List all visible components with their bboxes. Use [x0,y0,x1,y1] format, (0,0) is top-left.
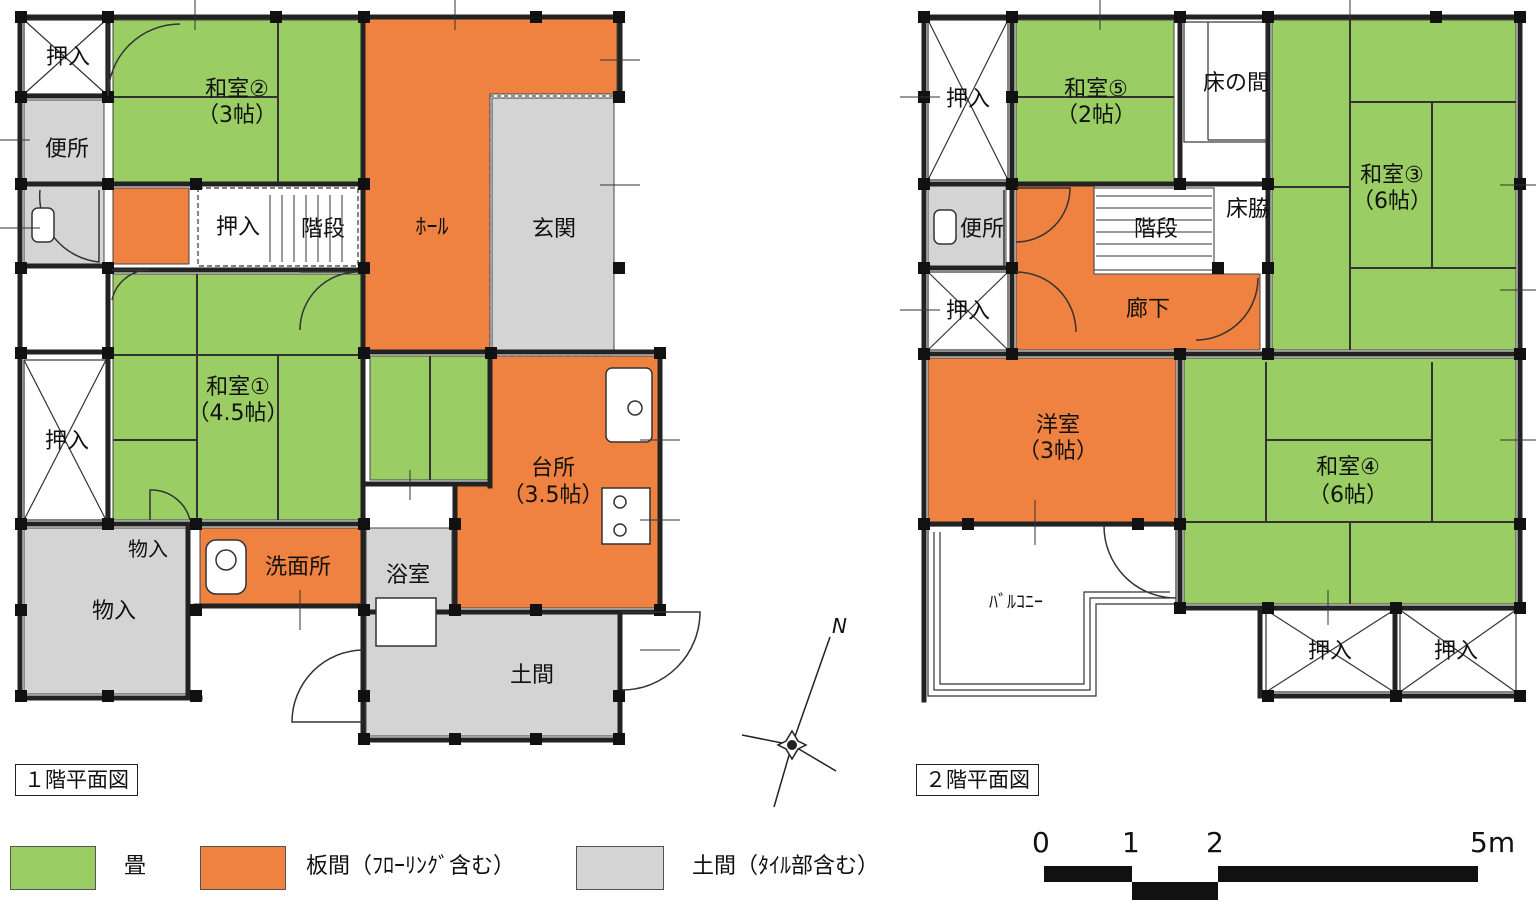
f2-label-washitsu3-size: （6帖） [1352,189,1432,214]
scale-tick-0: 0 [1032,826,1050,859]
floor2-title: ２階平面図 [916,764,1039,796]
f1-label-doma: 土間 [510,663,554,688]
f1-thin-walls [489,95,614,357]
f2-label-oshiire-a: 押入 [946,87,990,112]
f2-label-oshiire-d: 押入 [1434,639,1478,664]
f1-washitsu1-fill [112,273,364,521]
f2-tokonoma [1183,21,1267,143]
f1-closets [23,19,359,521]
compass-north-label: N [832,614,847,638]
f2-washitsu5-fill [1015,19,1175,183]
f2-label-washitsu4-size: （6帖） [1308,483,1388,508]
legend-flooring-label: 板間（ﾌﾛｰﾘﾝｸﾞ含む） [306,854,516,879]
floor1-plan: 押入 和室② （3帖） 便所 押入 階段 ﾎｰﾙ 玄関 押入 和室① （4.5帖… [0,0,701,745]
floor2-fills [927,19,1517,605]
floor2-plan: 押入 和室⑤ （2帖） 床の間 和室③ （6帖） 便所 階段 床脇 押入 廊下 … [900,0,1536,703]
f2-doors [1003,187,1259,599]
floor1-title: １階平面図 [15,764,138,796]
f2-toilet-icon [933,209,957,245]
north-compass: N [741,614,847,808]
legend-tatami-label: 畳 [124,854,147,879]
f2-stairs [1093,187,1215,271]
f1-label-daidokoro: 台所 [531,456,575,481]
f2-closets [927,19,1517,693]
f1-label-monoire: 物入 [92,599,136,624]
scale-bar-segment-2 [1132,882,1218,900]
f1-monoire-fill [23,527,189,695]
f1-label-hall: ﾎｰﾙ [415,215,448,240]
scale-tick-2: 2 [1206,826,1224,859]
f1-label-kaidan: 階段 [301,217,345,242]
f2-label-oshiire-c: 押入 [1308,639,1352,664]
scale-bar-segment-1 [1044,866,1132,882]
scale-tick-1: 1 [1122,826,1140,859]
f2-labels: 押入 和室⑤ （2帖） 床の間 和室③ （6帖） 便所 階段 床脇 押入 廊下 … [946,71,1478,664]
f1-washitsu2-fill [112,19,364,183]
floor1-fills [23,17,661,737]
f2-label-benjo: 便所 [960,217,1004,242]
f1-fixtures [31,207,653,647]
f1-corridor-fill [112,187,190,265]
f2-grid-ticks [900,0,1536,625]
f2-pillars [918,11,1526,702]
legend-dirt-label: 土間（ﾀｲﾙ部含む） [692,854,880,879]
f1-stairs [269,195,343,262]
f2-label-washitsu4: 和室④ [1316,455,1380,480]
f1-genkan-fill [491,97,615,353]
f1-label-washitsu2: 和室② [205,77,269,102]
f1-label-oshiire-b: 押入 [216,215,260,240]
f1-label-daidokoro-size: （3.5帖） [503,483,604,508]
f2-label-washitsu3: 和室③ [1360,163,1424,188]
legend-tatami-swatch [10,846,96,890]
f1-bathtub-icon [375,597,437,647]
legend-dirt-swatch [576,846,664,890]
f1-tatami-lines [113,20,431,520]
f2-tatami-lines [1016,20,1516,604]
f1-toilet-icon [31,207,55,243]
f2-youshitsu-fill [927,357,1177,523]
f2-label-oshiire-b: 押入 [946,299,990,324]
scale-tick-5m: 5m [1470,826,1516,859]
f1-label-washitsu2-size: （3帖） [197,103,277,128]
f1-label-monoire-small: 物入 [128,537,168,561]
f2-balcony [927,525,1177,697]
legend-flooring-swatch [200,846,286,890]
f1-label-yokushitsu: 浴室 [386,563,430,588]
f2-label-washitsu5-size: （2帖） [1056,103,1136,128]
f1-benjo-fill [23,99,105,185]
f2-label-rouka: 廊下 [1126,297,1170,322]
f1-label-senmenjo: 洗面所 [265,555,331,580]
f1-pillars [15,11,666,745]
f2-label-tokowaki: 床脇 [1226,197,1270,222]
f1-doors [38,23,701,723]
f2-label-balcony: ﾊﾞﾙｺﾆｰ [989,592,1043,613]
f2-label-youshitsu-size: （3帖） [1018,439,1098,464]
f1-label-benjo: 便所 [45,137,89,162]
f1-stove-icon [601,487,651,545]
f2-label-washitsu5: 和室⑤ [1064,77,1128,102]
f1-label-oshiire-a: 押入 [46,45,90,70]
f1-label-washitsu1: 和室① [206,375,270,400]
f2-label-kaidan: 階段 [1134,217,1178,242]
f2-label-tokonoma: 床の間 [1203,71,1269,96]
f2-label-youshitsu: 洋室 [1036,413,1080,438]
f1-labels: 押入 和室② （3帖） 便所 押入 階段 ﾎｰﾙ 玄関 押入 和室① （4.5帖… [45,45,604,688]
f2-fixtures [933,209,957,245]
f1-label-genkan: 玄関 [532,217,576,242]
scale-bar-segment-3 [1218,866,1478,882]
f1-label-washitsu1-size: （4.5帖） [188,401,289,426]
f1-grid-ticks [0,0,680,651]
f1-label-oshiire-c: 押入 [45,429,89,454]
